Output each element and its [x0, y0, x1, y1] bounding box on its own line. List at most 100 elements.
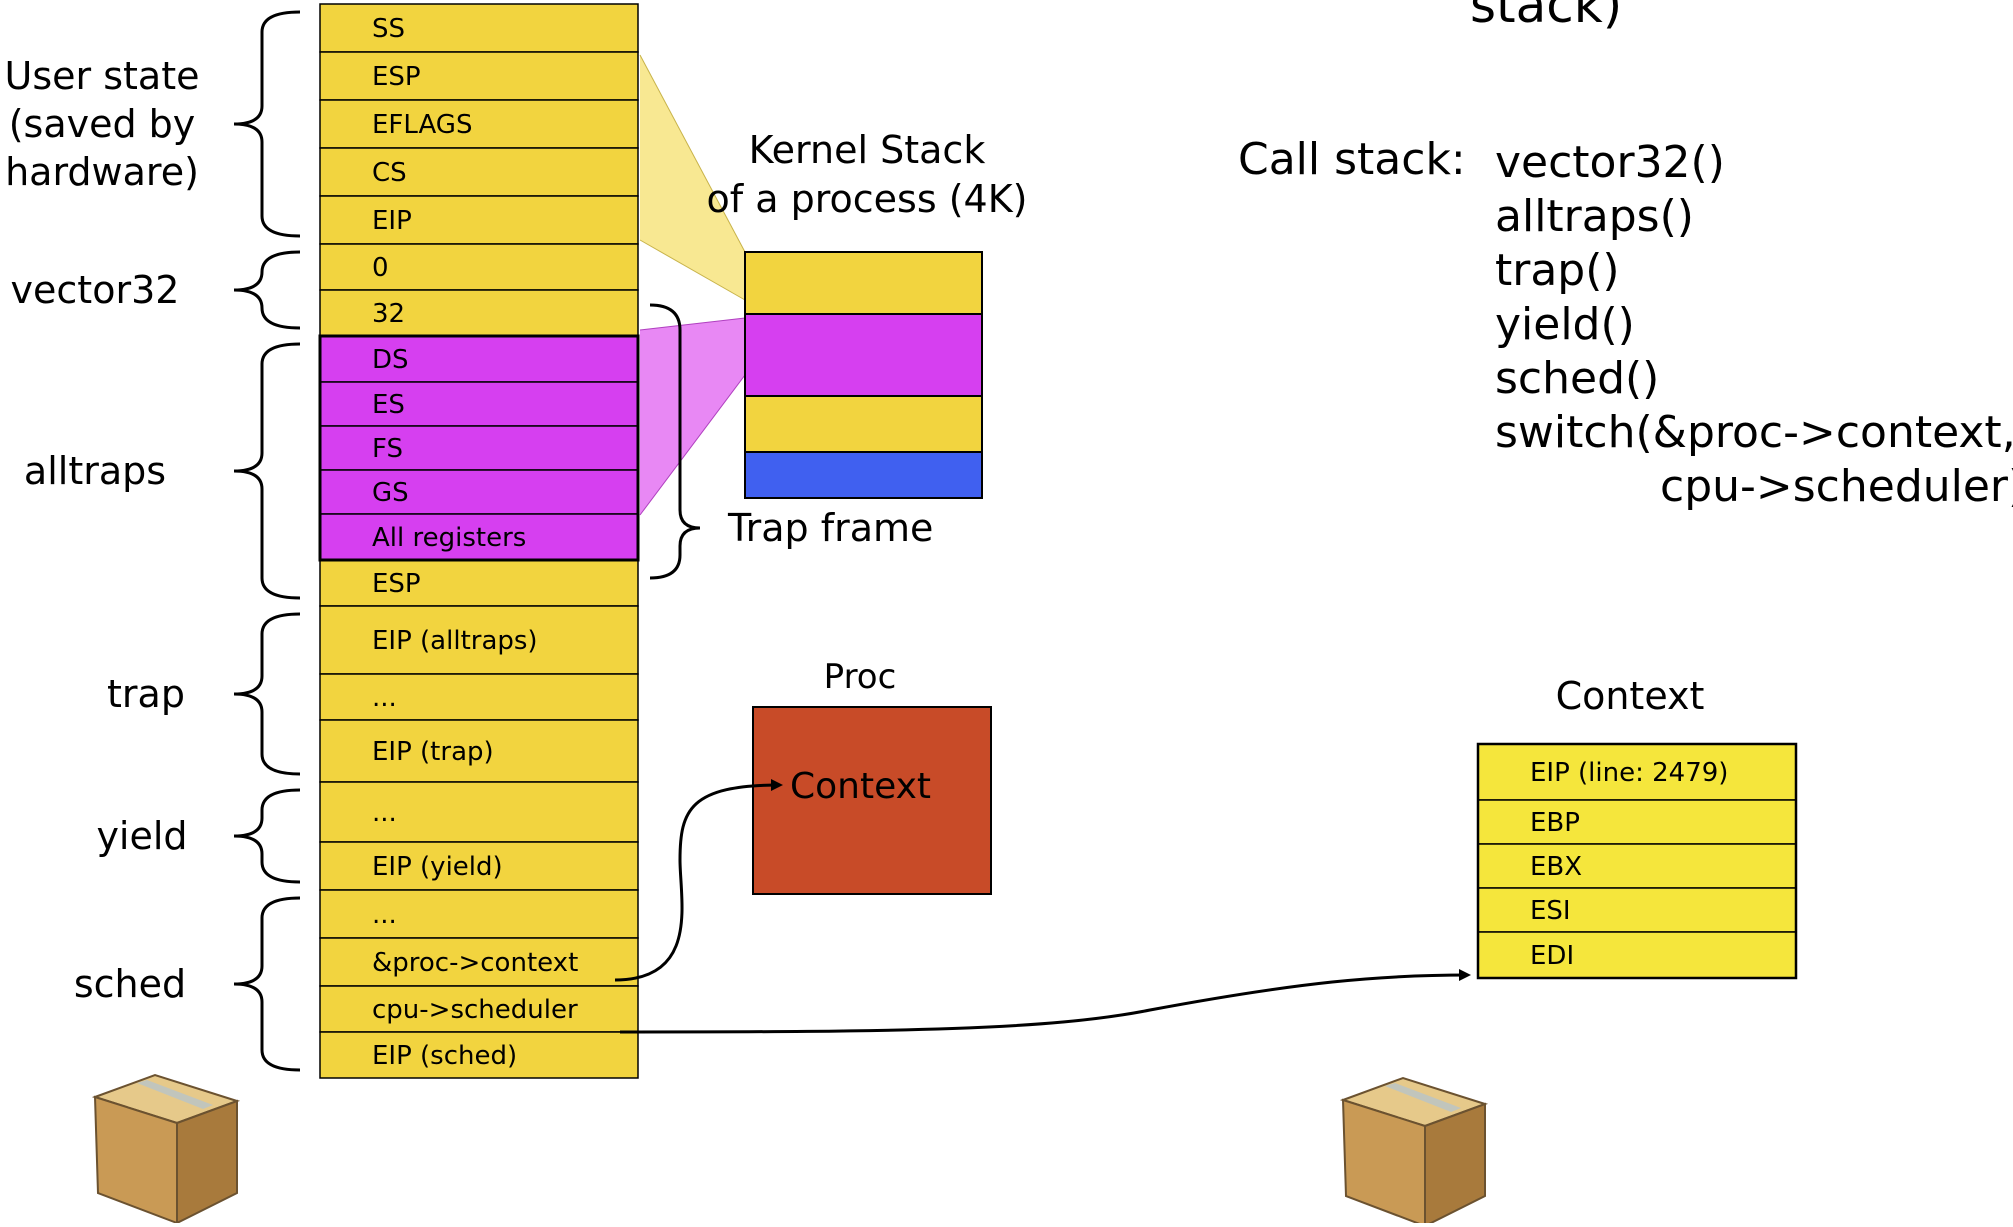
stack-cell-label: EIP (yield): [372, 852, 503, 882]
group-label: trap: [107, 672, 185, 716]
stack-cell: [319, 673, 639, 721]
call-stack-entry: cpu->scheduler): [1660, 461, 2013, 512]
stack-cell: [319, 99, 639, 149]
stack-cell: [319, 51, 639, 101]
stack-cell: [319, 469, 639, 515]
group-label: alltraps: [24, 449, 166, 493]
group-label: yield: [96, 814, 187, 858]
context-row: [1477, 799, 1797, 845]
stack-cell: [319, 559, 639, 607]
stack-cell: [319, 841, 639, 891]
stack-cell-label: EIP: [372, 206, 412, 236]
kernel-stack-title-2: of a process (4K): [707, 177, 1028, 221]
stack-cell: [319, 335, 639, 383]
scheduler-context-arrow: [619, 969, 1471, 1034]
call-stack-entry: sched(): [1495, 353, 1659, 404]
stack-cell: [319, 425, 639, 471]
group-brace: [233, 612, 301, 776]
stack-cell-label: ...: [372, 798, 397, 828]
stack-cell-label: cpu->scheduler: [372, 995, 578, 1025]
stack-cell-label: SS: [372, 14, 405, 44]
kernel-stack-block: [744, 451, 983, 499]
group-brace: [233, 342, 301, 600]
group-label: hardware): [5, 150, 199, 194]
trap-frame-brace: [649, 303, 701, 580]
kernel-stack-title-1: Kernel Stack: [749, 128, 986, 172]
context-title: Context: [1556, 674, 1705, 718]
stack-cell-label: CS: [372, 158, 407, 188]
call-stack-entry: alltraps(): [1495, 191, 1694, 242]
context-table: EIP (line: 2479) EBP EBX ESI EDI: [1476, 742, 1798, 980]
stack-cell: [319, 289, 639, 337]
trap-frame-outline: [318, 334, 640, 562]
stack-cell-label: FS: [372, 434, 403, 464]
box-icon: [1339, 1076, 1489, 1227]
user-state-projection: [640, 55, 745, 300]
stack-cell-label: EIP (sched): [372, 1041, 517, 1071]
call-stack-entry: vector32(): [1495, 137, 1725, 188]
stack-cell-label: ESP: [372, 569, 421, 599]
context-table-outline: [1476, 742, 1798, 980]
call-stack-entry: yield(): [1495, 299, 1635, 350]
call-stack-entry: switch(&proc->context,: [1495, 407, 2013, 458]
kernel-stack-block: [744, 251, 983, 315]
group-brace: [233, 788, 301, 884]
trapframe-projection: [640, 318, 745, 515]
stack-cell: [319, 381, 639, 427]
stack-cell-label: 32: [372, 299, 405, 329]
stack-cell-label: EIP (trap): [372, 737, 494, 767]
box-icon: [91, 1073, 241, 1225]
stack-cell-label: ESP: [372, 62, 421, 92]
partial-title: stack): [1470, 0, 1622, 34]
stack-cell: [319, 195, 639, 245]
stack-groups: User state(saved byhardware)vector32allt…: [5, 10, 301, 1072]
group-label: sched: [74, 962, 186, 1006]
stack-cell: [319, 937, 639, 987]
stack-cell: [319, 719, 639, 783]
stack-cell: [319, 985, 639, 1033]
context-row-label: EIP (line: 2479): [1530, 758, 1728, 788]
stack-cell-label: EFLAGS: [372, 110, 472, 140]
call-stack-entry: trap(): [1495, 245, 1620, 296]
stack-cell-label: ES: [372, 390, 405, 420]
context-row: [1477, 931, 1797, 979]
group-brace: [233, 250, 301, 330]
context-row-label: EDI: [1530, 941, 1574, 971]
context-row-label: EBP: [1530, 808, 1580, 838]
context-row-label: EBX: [1530, 852, 1582, 882]
group-label: User state: [5, 54, 200, 98]
group-brace: [233, 896, 301, 1072]
stack-cell: [319, 781, 639, 843]
stack-cell-label: ...: [372, 900, 397, 930]
proc-context-arrow: [614, 779, 783, 982]
context-row: [1477, 843, 1797, 889]
stack-cell: [319, 1031, 639, 1079]
stack-cell-label: DS: [372, 345, 409, 375]
group-brace: [233, 10, 301, 238]
kernel-stack-block: [744, 395, 983, 453]
stack-cell: [319, 513, 639, 561]
stack-cell-label: 0: [372, 253, 389, 283]
context-row-label: ESI: [1530, 896, 1571, 926]
stack-cell: [319, 147, 639, 197]
trap-frame-label: Trap frame: [727, 506, 933, 550]
group-label: vector32: [11, 268, 180, 312]
kernel-stack-mini: [744, 251, 983, 499]
stack-cell: [319, 243, 639, 291]
stack-cell-label: EIP (alltraps): [372, 626, 538, 656]
context-row: [1477, 887, 1797, 933]
stack-cell-label: GS: [372, 478, 409, 508]
kernel-stack-block: [744, 313, 983, 397]
stack-cell-label: &proc->context: [372, 948, 578, 978]
proc-context-label: Context: [790, 766, 931, 807]
call-stack-label: Call stack:: [1238, 134, 1466, 185]
stack-cell-label: ...: [372, 683, 397, 713]
stack-cell: [319, 889, 639, 939]
stack-cell: [319, 3, 639, 53]
proc-title: Proc: [824, 657, 897, 697]
call-stack-list: vector32()alltraps()trap()yield()sched()…: [1495, 137, 2013, 512]
proc-box: [752, 706, 992, 895]
